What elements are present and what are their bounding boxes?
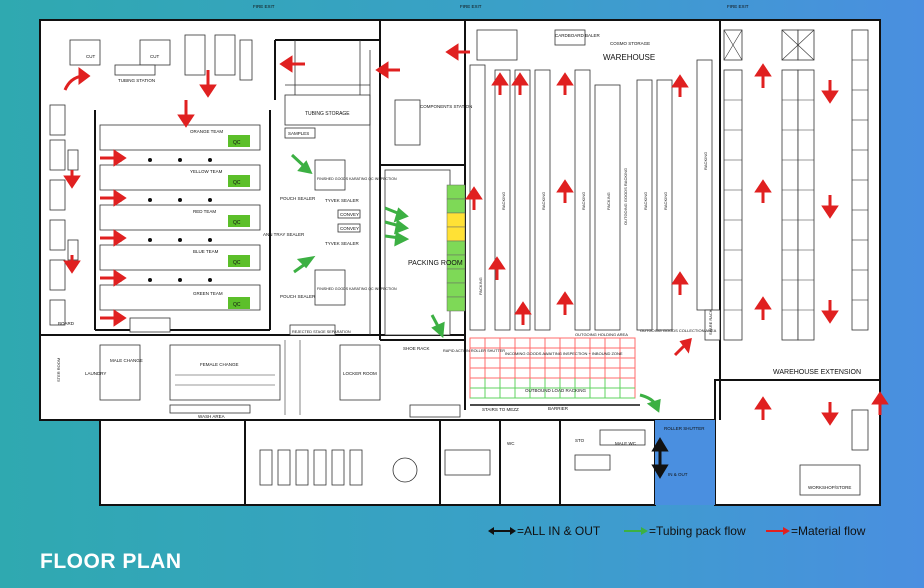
packing-label: PACKING xyxy=(606,192,611,210)
fire-exit-label: FIRE EXIT xyxy=(460,4,482,9)
red-arrow-icon xyxy=(766,527,790,535)
wash-area-label: WASH AREA xyxy=(198,414,225,419)
board-label: BOARD xyxy=(58,321,75,326)
fire-exit-label: FIRE EXIT xyxy=(253,4,275,9)
ster-room-label: STER ROOM xyxy=(56,358,61,382)
locker-room-label: LOCKER ROOM xyxy=(343,371,377,376)
legend-tubing-pack-flow: =Tubing pack flow xyxy=(649,524,746,538)
female-change-label: FEMALE CHANGE xyxy=(200,362,239,367)
stairs-label: STAIRS TO MEZZ xyxy=(482,407,519,412)
lower-annex xyxy=(99,419,656,506)
in-out-label: IN & OUT xyxy=(668,472,688,477)
samples-label: SAMPLES xyxy=(288,131,309,136)
racking-label: RACKING xyxy=(663,192,668,210)
laundry-label: LAUNDRY xyxy=(85,371,106,376)
conveyor-label: CONVEY xyxy=(340,212,359,217)
tray-sealer-label: ANN TRAY SEALER xyxy=(263,232,305,237)
outgoing-collection-label: OUTGOING GOODS COLLECTION AREA xyxy=(640,328,717,333)
cut-label: CUT xyxy=(150,54,159,59)
qc-label: QC xyxy=(233,260,241,266)
pouch-sealer-label: POUCH SEALER xyxy=(280,196,316,201)
components-station-label: COMPONENTS STATION xyxy=(420,104,472,109)
store-label: STO xyxy=(575,438,585,443)
male-change-label: MALE CHANGE xyxy=(110,358,143,363)
packing-room-label: PACKING ROOM xyxy=(408,260,463,267)
qc-label: QC xyxy=(233,302,241,308)
rapid-roller-label: RAPID ACTION ROLLER SHUTTER xyxy=(443,349,505,353)
cut-label: CUT xyxy=(86,54,95,59)
finished-goods-label: FINISHED GOODS KARATING QC INSPECTION xyxy=(317,177,397,181)
green-team-label: GREEN TEAM xyxy=(193,291,223,296)
shoe-rack-label: SHOE RACK xyxy=(403,346,430,351)
spare-rack-label: SPARE RACK xyxy=(708,309,713,335)
pouch-sealer-label: POUCH SEALER xyxy=(280,294,316,299)
roller-shutter-label: ROLLER SHUTTER xyxy=(664,426,705,431)
warehouse-label: WAREHOUSE xyxy=(603,53,655,62)
red-team-label: RED TEAM xyxy=(193,209,216,214)
yellow-team-label: YELLOW TEAM xyxy=(190,169,223,174)
rejected-stage-label: REJECTED STAGE SEPARATION xyxy=(292,330,351,334)
barrier-label: BARRIER xyxy=(548,406,569,411)
packing-label: PACKING xyxy=(478,277,483,295)
legend-material-flow: =Material flow xyxy=(791,524,866,538)
double-arrow-icon xyxy=(488,527,516,535)
conveyor-label: CONVEY xyxy=(340,226,359,231)
outbound-load-label: OUTBOUND LOAD RACKING xyxy=(525,388,587,393)
finished-goods-label: FINISHED GOODS KARATING QC INSPECTION xyxy=(317,287,397,291)
outgoing-goods-label: OUTGOING GOODS RACKING xyxy=(623,168,628,225)
tyvek-sealer-label: TYVEK SEALER xyxy=(325,241,360,246)
racking-label: RACKING xyxy=(501,192,506,210)
tubing-storage-label: TUBING STORAGE xyxy=(305,111,350,117)
loading-bay xyxy=(655,420,715,505)
workshop-store-label: WORKSHOP/STORE xyxy=(808,485,851,490)
racking-label: RACKING xyxy=(581,192,586,210)
cardboard-baler-label: CARDBOARD BALER xyxy=(555,33,601,38)
orange-team-label: ORANGE TEAM xyxy=(190,129,223,134)
qc-label: QC xyxy=(233,140,241,146)
racking-label: RACKING xyxy=(703,152,708,170)
racking-label: RACKING xyxy=(541,192,546,210)
warehouse-extension-label: WAREHOUSE EXTENSION xyxy=(773,369,861,376)
racking-label: RACKING xyxy=(643,192,648,210)
qc-label: QC xyxy=(233,180,241,186)
wc-label: WC xyxy=(507,441,515,446)
fire-exit-label: FIRE EXIT xyxy=(727,4,749,9)
incoming-goods-label: INCOMING GOODS AWAITING INSPECTION + INB… xyxy=(505,351,623,356)
tubing-station-label: TUBING STATION xyxy=(118,78,155,83)
legend-all-in-out: =ALL IN & OUT xyxy=(517,524,601,538)
blue-team-label: BLUE TEAM xyxy=(193,249,219,254)
tyvek-sealer-label: TYVEK SEALER xyxy=(325,198,360,203)
qc-label: QC xyxy=(233,220,241,226)
green-arrow-icon xyxy=(624,527,648,535)
outgoing-holding-label: OUTGOING HOLDING AREA xyxy=(575,332,628,337)
floor-plan-caption: FLOOR PLAN xyxy=(40,550,182,573)
cosmo-storage-label: COSMO STORAGE xyxy=(610,41,650,46)
male-wc-label: MALE WC xyxy=(615,441,637,446)
